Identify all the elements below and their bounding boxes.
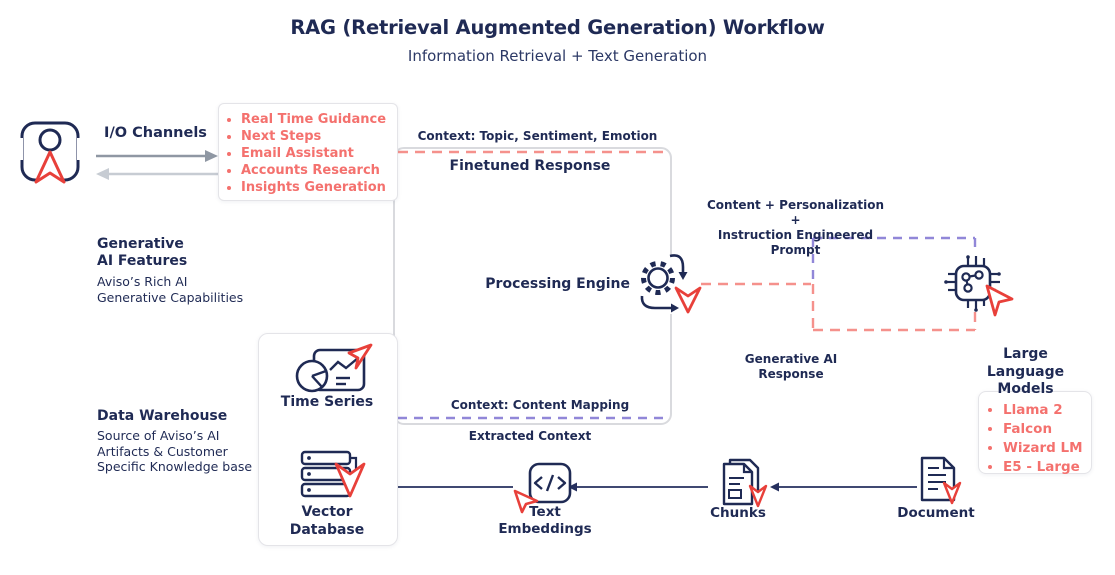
- text-embeddings-line1: Text: [529, 504, 561, 520]
- generative-ai-title: Generative AI Features: [97, 236, 243, 270]
- prompt-label-line2: Instruction Engineered Prompt: [717, 228, 874, 257]
- chunks-label: Chunks: [710, 505, 766, 521]
- llm-models-box: Llama 2 Falcon Wizard LM E5 - Large: [978, 391, 1092, 477]
- generative-ai-desc: Aviso’s Rich AI Generative Capabilities: [97, 274, 243, 305]
- data-warehouse-desc-line2: Artifacts & Customer: [97, 443, 228, 459]
- prompt-label: Content + Personalization + Instruction …: [703, 198, 888, 258]
- generative-ai-desc-line1: Aviso’s Rich AI: [97, 274, 188, 289]
- io-arrow-left-head: [96, 168, 109, 180]
- data-warehouse-desc-line1: Source of Aviso’s AI: [97, 428, 220, 443]
- llm-title-line2: Models: [997, 381, 1054, 397]
- text-embeddings-label: Text Embeddings: [493, 504, 597, 538]
- vector-database-label: Vector Database: [258, 503, 396, 539]
- page-subtitle: Information Retrieval + Text Generation: [407, 47, 708, 65]
- feature-item: Email Assistant: [241, 145, 397, 162]
- generative-ai-features-block: Generative AI Features Aviso’s Rich AI G…: [97, 236, 243, 305]
- processing-engine-label: Processing Engine: [485, 276, 630, 292]
- feature-item: Insights Generation: [241, 179, 397, 196]
- feature-list: Real Time Guidance Next Steps Email Assi…: [219, 111, 397, 196]
- io-arrow-right-head: [205, 150, 218, 162]
- context-mapping-label: Context: Content Mapping: [450, 398, 630, 412]
- generative-ai-title-line2: AI Features: [97, 253, 188, 269]
- llm-model-item: Llama 2: [1003, 401, 1091, 420]
- data-warehouse-title: Data Warehouse: [97, 408, 228, 424]
- arrow-head-chunks: [770, 482, 779, 492]
- io-features-box: Real Time Guidance Next Steps Email Assi…: [218, 103, 398, 201]
- arrow-head-embeddings: [568, 482, 577, 492]
- llm-model-item: Wizard LM: [1003, 439, 1091, 458]
- document-label: Document: [897, 505, 975, 521]
- finetuned-response-label: Finetuned Response: [449, 158, 611, 174]
- llm-title-line1: Large Language: [986, 346, 1065, 380]
- time-series-icon: [295, 343, 373, 393]
- generative-response-label: Generative AI Response: [741, 352, 841, 382]
- feature-item: Accounts Research: [241, 162, 397, 179]
- prompt-label-line1: Content + Personalization +: [707, 198, 884, 227]
- time-series-label: Time Series: [280, 394, 374, 410]
- vector-database-line1: Vector: [301, 504, 353, 520]
- data-warehouse-desc-line3: Specific Knowledge base: [97, 459, 253, 474]
- data-warehouse-desc: Source of Aviso’s AI Artifacts & Custome…: [97, 428, 252, 475]
- data-warehouse-block: Data Warehouse Source of Aviso’s AI Arti…: [97, 408, 252, 475]
- processing-engine-icon: [632, 254, 702, 314]
- feature-item: Real Time Guidance: [241, 111, 397, 128]
- generative-ai-desc-line2: Generative Capabilities: [97, 289, 244, 305]
- generative-ai-title-line1: Generative: [97, 236, 184, 252]
- llm-model-item: E5 - Large: [1003, 458, 1091, 477]
- vector-database-line2: Database: [289, 522, 365, 538]
- text-embeddings-line2: Embeddings: [498, 521, 592, 537]
- document-icon: [920, 456, 962, 505]
- io-channels-label: I/O Channels: [104, 125, 207, 141]
- llm-chip-icon: [944, 254, 1014, 317]
- user-icon: [18, 121, 82, 184]
- chunks-icon: [722, 458, 768, 508]
- llm-model-item: Falcon: [1003, 420, 1091, 439]
- vector-database-icon: [300, 450, 366, 498]
- page-title: RAG (Retrieval Augmented Generation) Wor…: [290, 16, 825, 39]
- text-embeddings-icon: [513, 462, 572, 514]
- context-topic-label: Context: Topic, Sentiment, Emotion: [417, 129, 658, 143]
- generative-response-line1: Generative AI: [744, 352, 838, 366]
- llm-title: Large Language Models: [963, 346, 1088, 399]
- extracted-context-label: Extracted Context: [468, 429, 592, 443]
- generative-response-line2: Response: [758, 367, 824, 381]
- llm-model-list: Llama 2 Falcon Wizard LM E5 - Large: [981, 401, 1091, 477]
- feature-item: Next Steps: [241, 128, 397, 145]
